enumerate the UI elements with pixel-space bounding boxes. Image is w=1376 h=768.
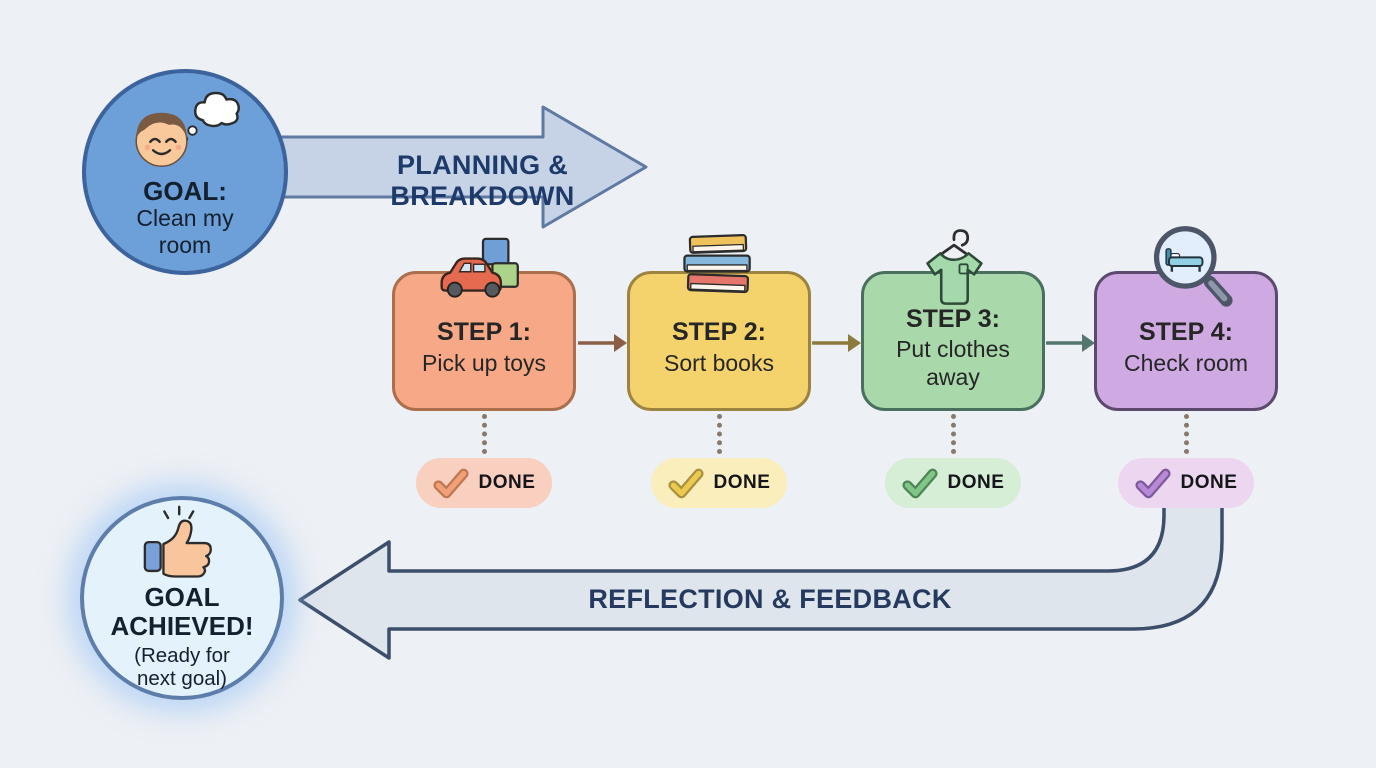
achieved-title-line1: GOAL	[144, 582, 220, 613]
reflection-arrow-label: REFLECTION & FEEDBACK	[588, 584, 952, 614]
step-3-done-badge: DONE	[885, 458, 1021, 508]
planning-arrow	[278, 105, 648, 229]
step-3-task: Put clothes away	[896, 336, 1010, 390]
step-2-box: STEP 2: Sort books	[627, 271, 811, 411]
achieved-title-line2: ACHIEVED!	[110, 611, 254, 642]
done-label: DONE	[478, 472, 536, 493]
planning-arrow-label: PLANNING & BREAKDOWN	[390, 150, 575, 211]
check-icon	[901, 468, 938, 498]
book-stack-icon	[683, 234, 751, 294]
step-3-title: STEP 3:	[905, 304, 1001, 333]
step-arrow-2-3-icon	[812, 334, 861, 352]
step-4-box: STEP 4: Check room	[1094, 271, 1278, 411]
step-2-done-badge: DONE	[651, 458, 787, 508]
check-icon	[432, 468, 469, 498]
step-1-done-badge: DONE	[416, 458, 552, 508]
reflection-arrow	[298, 498, 1224, 660]
goal-achieved-circle: GOAL ACHIEVED! (Ready for next goal)	[80, 496, 284, 700]
goal-circle: GOAL: Clean my room	[82, 69, 288, 275]
achieved-note: (Ready for next goal)	[134, 643, 230, 691]
step-4-task: Check room	[1124, 350, 1248, 377]
goal-task: Clean my room	[136, 205, 234, 259]
step-1-task: Pick up toys	[422, 350, 546, 377]
step-1-box: STEP 1: Pick up toys	[392, 271, 576, 411]
thumbs-up-icon	[143, 505, 212, 578]
step-1-dotted-connector	[482, 414, 487, 454]
done-label: DONE	[947, 472, 1005, 493]
step-4-done-badge: DONE	[1118, 458, 1254, 508]
step-2-task: Sort books	[664, 350, 774, 377]
check-icon	[1134, 468, 1171, 498]
step-2-dotted-connector	[717, 414, 722, 454]
magnifier-bed-icon	[1153, 226, 1233, 307]
boy-thinking-icon	[135, 91, 240, 167]
tshirt-hanger-icon	[926, 229, 983, 305]
step-1-title: STEP 1:	[436, 318, 532, 347]
step-3-dotted-connector	[951, 414, 956, 454]
toy-car-and-blocks-icon	[440, 237, 519, 298]
step-4-title: STEP 4:	[1138, 318, 1234, 347]
step-4-dotted-connector	[1184, 414, 1189, 454]
step-2-title: STEP 2:	[671, 318, 767, 347]
step-3-box: STEP 3: Put clothes away	[861, 271, 1045, 411]
step-arrow-1-2-icon	[578, 334, 627, 352]
goal-title: GOAL:	[143, 175, 227, 206]
check-icon	[667, 468, 704, 498]
step-arrow-3-4-icon	[1046, 334, 1095, 352]
done-label: DONE	[1180, 472, 1238, 493]
done-label: DONE	[713, 472, 771, 493]
